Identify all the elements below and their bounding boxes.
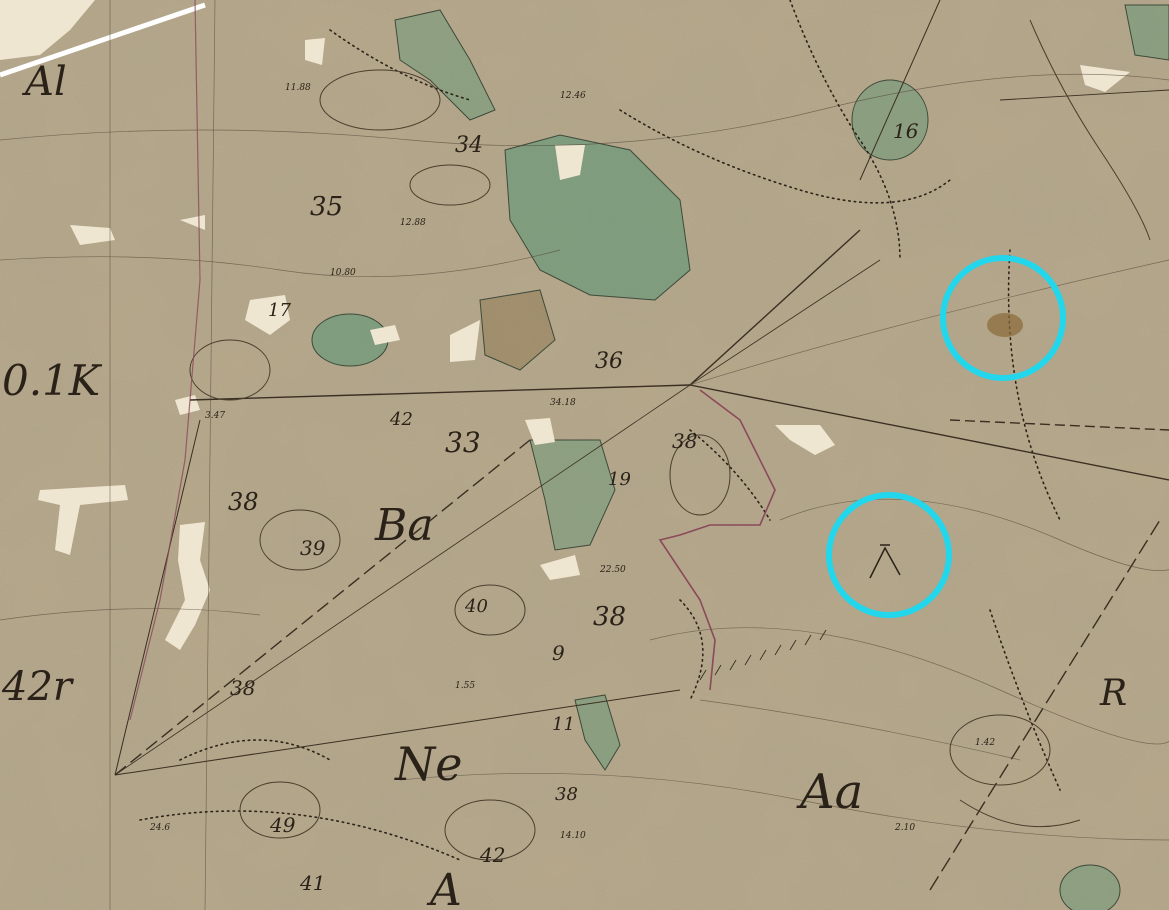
label-A: A bbox=[426, 865, 462, 910]
estate-boundary bbox=[658, 389, 776, 691]
label-36: 36 bbox=[595, 349, 623, 374]
label-11: 11 bbox=[552, 714, 575, 735]
label-35: 35 bbox=[310, 192, 343, 222]
meadow-corner-ne bbox=[1124, 4, 1169, 61]
label-38-c: 38 bbox=[230, 676, 255, 700]
meadow-circle-ne bbox=[851, 79, 929, 161]
svg-text:14.10: 14.10 bbox=[560, 831, 586, 841]
label-41: 41 bbox=[299, 871, 325, 895]
meadow-patches bbox=[311, 4, 1169, 910]
label-16: 16 bbox=[893, 119, 919, 143]
label-Ba: Ba bbox=[374, 500, 434, 551]
svg-text:24.6: 24.6 bbox=[149, 823, 170, 833]
label-38-e: 38 bbox=[555, 784, 578, 805]
label-Aa: Aa bbox=[796, 764, 863, 820]
label-38-b: 38 bbox=[593, 602, 626, 632]
survey-lines bbox=[114, 0, 1169, 891]
marked-features bbox=[869, 313, 1023, 579]
svg-text:10.80: 10.80 bbox=[330, 268, 356, 278]
field-boundaries bbox=[189, 19, 1151, 861]
svg-text:1.55: 1.55 bbox=[455, 681, 475, 691]
map-lettering: 35 34 36 33 38 38 38 38 38 39 40 41 42 4… bbox=[1, 59, 1127, 910]
highlight-circles bbox=[826, 255, 1066, 618]
svg-text:12.88: 12.88 bbox=[400, 218, 426, 228]
meadow-strip bbox=[574, 694, 621, 771]
svg-text:3.47: 3.47 bbox=[205, 411, 225, 421]
meadow-upper bbox=[394, 9, 496, 121]
dotted-paths bbox=[139, 0, 1061, 861]
label-17: 17 bbox=[268, 300, 291, 321]
svg-text:22.50: 22.50 bbox=[599, 565, 626, 575]
label-49: 49 bbox=[269, 813, 296, 837]
label-19: 19 bbox=[608, 469, 631, 490]
white-overlay-line bbox=[0, 2, 206, 78]
svg-text:34.18: 34.18 bbox=[550, 398, 576, 408]
brown-field bbox=[479, 289, 556, 371]
marked-feature-lower bbox=[869, 544, 901, 579]
highlight-circle-lower bbox=[826, 492, 952, 618]
label-38-d: 38 bbox=[672, 429, 697, 453]
label-edge-left-2: 42r bbox=[1, 664, 75, 710]
svg-text:2.10: 2.10 bbox=[894, 823, 915, 833]
svg-text:1.42: 1.42 bbox=[975, 738, 995, 748]
label-edge-left: 0.1K bbox=[2, 356, 103, 405]
label-R: R bbox=[1099, 673, 1127, 714]
label-Al: Al bbox=[21, 59, 67, 105]
label-39: 39 bbox=[300, 536, 326, 560]
svg-text:12.46: 12.46 bbox=[560, 91, 586, 101]
label-Ne: Ne bbox=[394, 737, 462, 791]
label-34: 34 bbox=[455, 133, 483, 158]
estate-boundary-west bbox=[129, 0, 201, 721]
label-40: 40 bbox=[464, 596, 488, 617]
label-9: 9 bbox=[552, 641, 565, 665]
label-38-a: 38 bbox=[228, 488, 259, 516]
svg-text:11.88: 11.88 bbox=[285, 83, 311, 93]
label-42-b: 42 bbox=[479, 843, 505, 867]
highlight-circle-upper bbox=[940, 255, 1066, 381]
meadow-mid bbox=[529, 439, 616, 551]
small-annotations: 11.88 12.46 12.88 10.80 3.47 34.18 22.50… bbox=[149, 83, 995, 841]
meadow-corner-se bbox=[1059, 864, 1121, 910]
hachure-marks bbox=[699, 629, 827, 681]
marked-feature-upper bbox=[987, 313, 1023, 337]
label-33: 33 bbox=[445, 426, 481, 459]
label-42-a: 42 bbox=[389, 409, 413, 430]
meadow-large bbox=[504, 134, 691, 301]
